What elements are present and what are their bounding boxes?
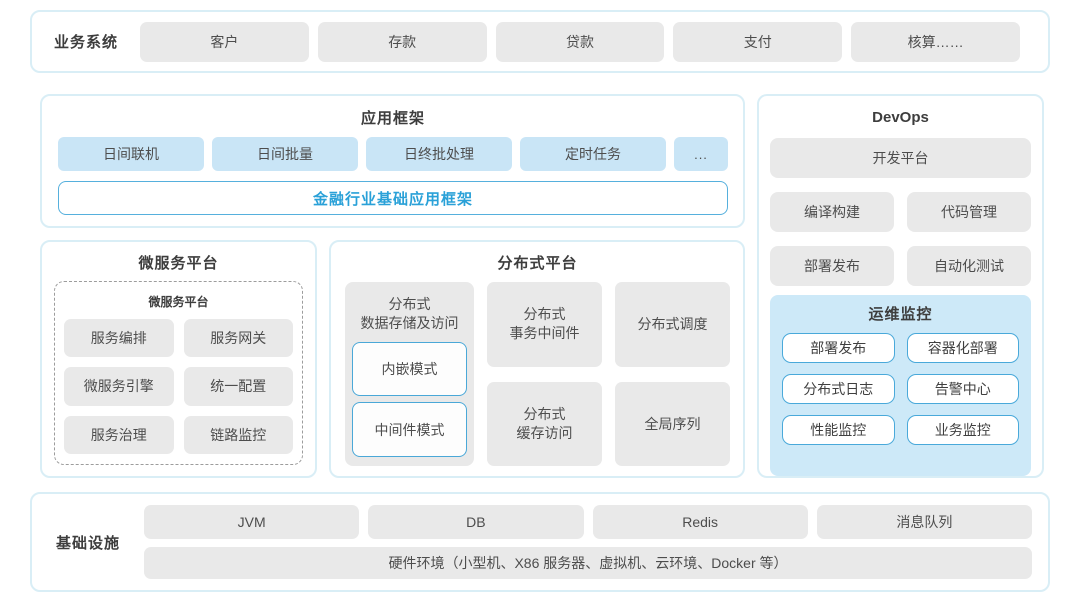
- ops-monitoring-items: 部署发布 容器化部署 分布式日志 告警中心 性能监控 业务监控: [782, 333, 1019, 445]
- distributed-scheduling-block: 分布式调度: [615, 282, 730, 367]
- distributed-middle-column: 分布式 事务中间件 分布式 缓存访问: [487, 282, 602, 466]
- microservice-block-engine: 微服务引擎: [64, 367, 174, 406]
- infra-block-redis: Redis: [592, 505, 808, 539]
- platforms-row: 微服务平台 微服务平台 服务编排 服务网关 微服务引擎 统一配置 服务治理 链路…: [40, 240, 745, 478]
- infrastructure-content: JVM DB Redis 消息队列 硬件环境（小型机、X86 服务器、虚拟机、云…: [144, 505, 1032, 579]
- business-system-block-customer: 客户: [140, 21, 309, 62]
- microservice-platform-panel: 微服务平台 微服务平台 服务编排 服务网关 微服务引擎 统一配置 服务治理 链路…: [40, 240, 317, 478]
- middleware-mode-block: 中间件模式: [352, 402, 467, 457]
- devops-items: 编译构建 代码管理 部署发布 自动化测试: [770, 192, 1031, 286]
- ops-block-perf-monitoring: 性能监控: [782, 415, 895, 445]
- financial-base-framework-bar: 金融行业基础应用框架: [58, 181, 728, 215]
- devops-title: DevOps: [872, 109, 929, 126]
- infra-block-mq: 消息队列: [816, 505, 1032, 539]
- distributed-platform-grid: 分布式 数据存储及访问 内嵌模式 中间件模式 分布式 事务中间件 分布式 缓存访…: [345, 282, 730, 466]
- ops-block-container-deploy: 容器化部署: [906, 333, 1019, 363]
- distributed-transaction-block: 分布式 事务中间件: [487, 282, 602, 367]
- microservice-block-tracing: 链路监控: [183, 415, 293, 454]
- distributed-storage-block: 分布式 数据存储及访问 内嵌模式 中间件模式: [345, 282, 474, 466]
- ops-block-alert-center: 告警中心: [906, 374, 1019, 404]
- devops-block-build: 编译构建: [770, 192, 894, 232]
- infrastructure-panel: 基础设施 JVM DB Redis 消息队列 硬件环境（小型机、X86 服务器、…: [30, 492, 1050, 592]
- microservice-inner-title: 微服务平台: [148, 295, 209, 309]
- app-framework-block-daytime-online: 日间联机: [58, 137, 204, 171]
- microservice-block-governance: 服务治理: [64, 415, 174, 454]
- devops-block-deploy: 部署发布: [770, 246, 894, 286]
- middle-zone: 应用框架 日间联机 日间批量 日终批处理 定时任务 ... 金融行业基础应用框架…: [40, 94, 1044, 478]
- app-framework-panel: 应用框架 日间联机 日间批量 日终批处理 定时任务 ... 金融行业基础应用框架: [40, 94, 745, 228]
- hardware-environment-bar: 硬件环境（小型机、X86 服务器、虚拟机、云环境、Docker 等）: [144, 547, 1032, 579]
- microservice-inner-box: 微服务平台 服务编排 服务网关 微服务引擎 统一配置 服务治理 链路监控: [54, 281, 303, 465]
- ops-monitoring-box: 运维监控 部署发布 容器化部署 分布式日志 告警中心 性能监控 业务监控: [770, 295, 1031, 476]
- devops-block-code-mgmt: 代码管理: [907, 192, 1031, 232]
- middle-left-column: 应用框架 日间联机 日间批量 日终批处理 定时任务 ... 金融行业基础应用框架…: [40, 94, 745, 478]
- infra-block-db: DB: [368, 505, 584, 539]
- app-framework-block-scheduled-tasks: 定时任务: [520, 137, 666, 171]
- embedded-mode-block: 内嵌模式: [352, 341, 467, 397]
- distributed-right-column: 分布式调度 全局序列: [615, 282, 730, 466]
- app-framework-block-more: ...: [674, 137, 728, 171]
- devops-block-auto-test: 自动化测试: [907, 246, 1031, 286]
- infrastructure-label: 基础设施: [55, 534, 120, 552]
- business-system-block-loan: 贷款: [495, 21, 665, 62]
- distributed-storage-label: 分布式 数据存储及访问: [360, 296, 459, 331]
- microservice-items: 服务编排 服务网关 微服务引擎 统一配置 服务治理 链路监控: [64, 319, 293, 454]
- app-framework-title: 应用框架: [360, 110, 425, 127]
- business-systems-label: 业务系统: [53, 34, 118, 51]
- ops-block-distributed-log: 分布式日志: [782, 374, 895, 404]
- microservice-block-orchestration: 服务编排: [64, 319, 174, 358]
- app-framework-block-daytime-batch: 日间批量: [212, 137, 358, 171]
- ops-monitoring-title: 运维监控: [868, 306, 933, 323]
- business-system-block-payment: 支付: [673, 21, 843, 62]
- ops-block-deploy-release: 部署发布: [782, 333, 895, 363]
- business-systems-panel: 业务系统 客户 存款 贷款 支付 核算……: [30, 10, 1050, 73]
- dev-platform-block: 开发平台: [770, 138, 1031, 178]
- business-systems-items: 客户 存款 贷款 支付 核算……: [140, 21, 1020, 62]
- global-sequence-block: 全局序列: [615, 381, 730, 466]
- microservice-block-gateway: 服务网关: [183, 319, 293, 358]
- app-framework-block-eod-batch: 日终批处理: [366, 137, 512, 171]
- business-system-block-deposit: 存款: [317, 21, 487, 62]
- infra-block-jvm: JVM: [144, 505, 360, 539]
- distributed-platform-title: 分布式平台: [497, 255, 578, 272]
- ops-block-biz-monitoring: 业务监控: [906, 415, 1019, 445]
- microservice-platform-title: 微服务平台: [138, 255, 219, 272]
- business-system-block-accounting: 核算……: [851, 21, 1020, 62]
- app-framework-items: 日间联机 日间批量 日终批处理 定时任务 ...: [58, 137, 728, 171]
- distributed-cache-block: 分布式 缓存访问: [487, 381, 602, 466]
- devops-panel: DevOps 开发平台 编译构建 代码管理 部署发布 自动化测试 运维监控 部署…: [757, 94, 1044, 478]
- distributed-platform-panel: 分布式平台 分布式 数据存储及访问 内嵌模式 中间件模式 分布式 事务中间件 分…: [329, 240, 745, 478]
- microservice-block-config: 统一配置: [183, 367, 293, 406]
- infrastructure-items: JVM DB Redis 消息队列: [144, 505, 1032, 539]
